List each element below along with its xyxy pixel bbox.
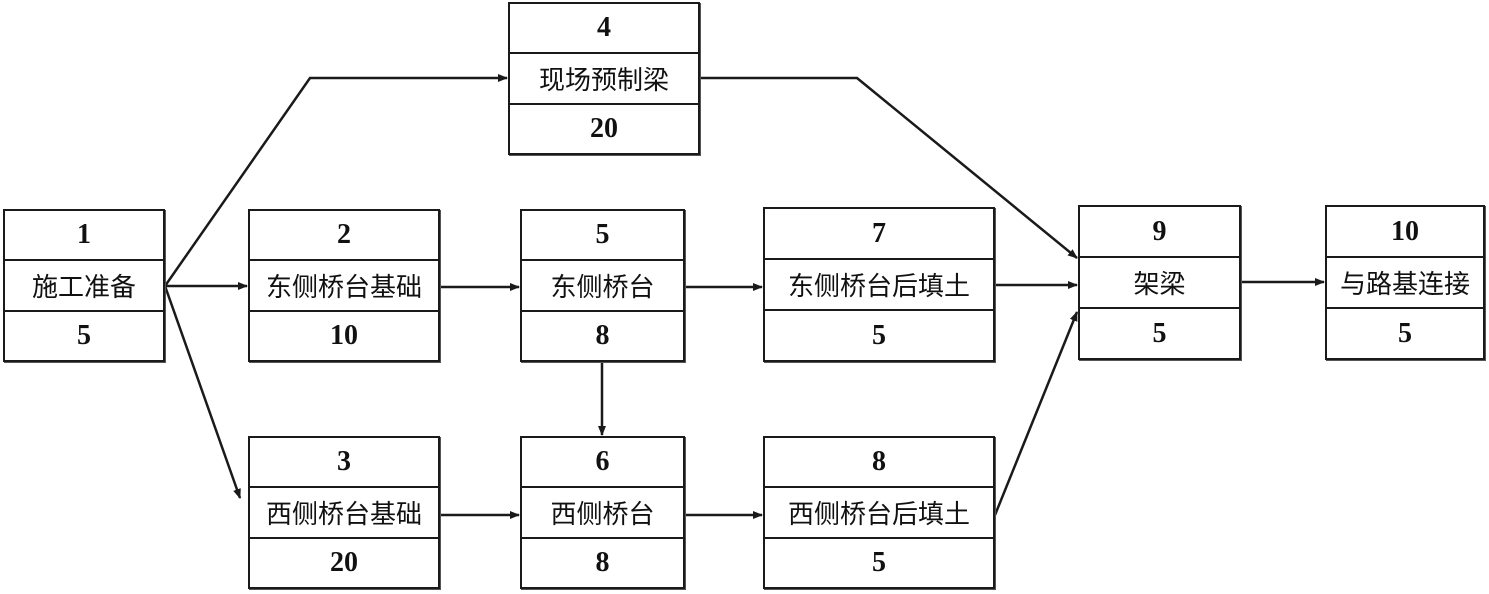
node-6-name: 西侧桥台 <box>522 486 683 536</box>
node-5-duration: 8 <box>522 309 683 360</box>
node-1-duration: 5 <box>5 309 163 360</box>
activity-node-3: 3 西侧桥台基础 20 <box>248 436 440 589</box>
activity-node-9: 9 架梁 5 <box>1078 205 1241 360</box>
node-3-duration: 20 <box>250 536 438 587</box>
arrow-1-to-4 <box>163 74 508 287</box>
node-10-duration: 5 <box>1327 307 1483 358</box>
activity-node-7: 7 东侧桥台后填土 5 <box>763 207 995 362</box>
node-5-name: 东侧桥台 <box>522 259 683 309</box>
node-8-duration: 5 <box>765 536 993 587</box>
node-9-duration: 5 <box>1080 307 1239 358</box>
activity-node-8: 8 西侧桥台后填土 5 <box>763 436 995 589</box>
node-7-number: 7 <box>872 217 886 249</box>
node-4-duration: 20 <box>510 102 698 153</box>
node-4-number: 4 <box>597 12 611 44</box>
activity-node-1: 1 施工准备 5 <box>3 209 165 362</box>
activity-node-2: 2 东侧桥台基础 10 <box>248 209 440 362</box>
node-3-number: 3 <box>337 446 351 478</box>
activity-node-5: 5 东侧桥台 8 <box>520 209 685 362</box>
node-10-name: 与路基连接 <box>1327 256 1483 307</box>
node-7-name: 东侧桥台后填土 <box>765 258 993 309</box>
node-2-duration: 10 <box>250 309 438 360</box>
node-2-name: 东侧桥台基础 <box>250 259 438 309</box>
node-9-name: 架梁 <box>1080 256 1239 307</box>
node-6-duration: 8 <box>522 536 683 587</box>
edges-layer <box>163 74 1325 519</box>
node-3-name: 西侧桥台基础 <box>250 486 438 536</box>
node-9-number: 9 <box>1152 215 1167 247</box>
activity-node-6: 6 西侧桥台 8 <box>520 436 685 589</box>
arrow-4-to-9 <box>700 76 1078 259</box>
arrow-8-to-9 <box>993 311 1079 516</box>
node-2-number: 2 <box>337 219 351 251</box>
node-7-duration: 5 <box>765 309 993 360</box>
node-6-number: 6 <box>595 446 610 478</box>
activity-node-4: 4 现场预制梁 20 <box>508 2 700 155</box>
arrow-1-to-3 <box>163 285 242 499</box>
node-8-number: 8 <box>872 446 886 478</box>
node-1-number: 1 <box>77 219 91 251</box>
activity-node-10: 10 与路基连接 5 <box>1325 205 1485 360</box>
node-8-name: 西侧桥台后填土 <box>765 486 993 536</box>
node-10-number: 10 <box>1391 215 1419 247</box>
node-4-name: 现场预制梁 <box>510 52 698 102</box>
node-5-number: 5 <box>595 219 610 251</box>
node-1-name: 施工准备 <box>5 259 163 309</box>
